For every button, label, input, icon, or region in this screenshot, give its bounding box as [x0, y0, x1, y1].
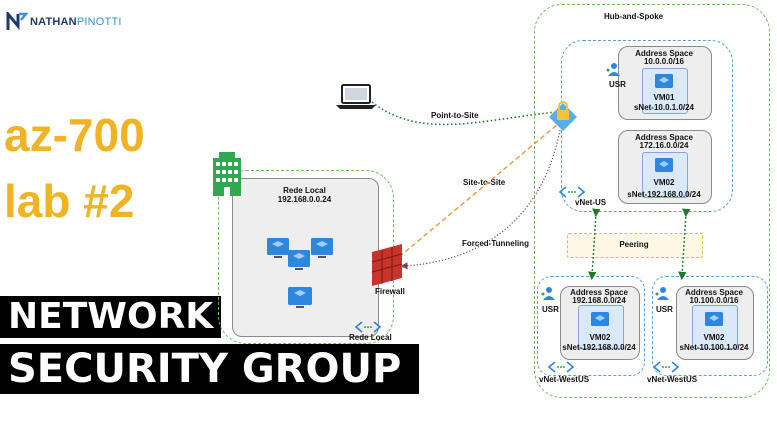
spoke-right-usr-label: USR — [656, 305, 673, 314]
spoke-right-vnet-label: vNet-WestUS — [647, 375, 698, 384]
vpn-gateway-icon — [549, 101, 577, 131]
peering-label: Peering — [619, 240, 649, 249]
vm-icon — [311, 238, 333, 258]
vnet-icon — [547, 361, 575, 373]
spoke-left-subnet-label: sNet-192.168.0.0/24 — [562, 343, 636, 352]
hub-bottom-address-title: Address Space — [635, 133, 693, 142]
spoke-right-address-range: 10.100.0.0/16 — [689, 296, 739, 305]
spoke-right-subnet-label: sNet-10.100.1.0/24 — [679, 343, 749, 352]
user-icon — [541, 287, 555, 300]
vm-icon — [655, 158, 673, 172]
spoke-left-vnet-label: vNet-WestUS — [539, 375, 590, 384]
peering-connector-left — [588, 208, 601, 281]
local-network-label: Rede Local — [349, 333, 392, 342]
vm-icon — [288, 287, 312, 308]
spoke-left-usr-label: USR — [542, 305, 559, 314]
hub-top-address-range: 10.0.0.0/16 — [643, 57, 685, 66]
brand-n-icon — [6, 12, 28, 31]
course-title: az-700 — [4, 109, 145, 161]
laptop-icon — [336, 84, 376, 109]
vnet-icon — [354, 321, 382, 333]
site-to-site-connector — [392, 123, 559, 263]
spoke-right-outline — [652, 276, 768, 376]
banner-security-group: SECURITY GROUP — [0, 344, 420, 394]
firewall-icon — [371, 244, 403, 286]
vnet-icon — [558, 186, 586, 198]
hub-top-vm-label: VM01 — [653, 93, 675, 102]
hub-top-subnet-label: sNet-10.0.1.0/24 — [633, 103, 695, 112]
spoke-right-address-title: Address Space — [685, 288, 743, 297]
point-to-site-connector — [371, 101, 557, 126]
vm-icon — [655, 74, 673, 88]
hub-bottom-subnet-label: sNet-192.168.0.0/24 — [627, 190, 701, 199]
peering-connector-right — [678, 208, 691, 281]
forced-tunneling-label: Forced-Tunneling — [462, 239, 529, 248]
user-icon — [655, 287, 669, 300]
building-icon — [213, 152, 241, 196]
hub-bottom-vm-label: VM02 — [653, 178, 675, 187]
vm-icon — [705, 312, 723, 326]
firewall-label: Firewall — [375, 287, 405, 296]
banner-network: NETWORK — [0, 296, 222, 338]
hub-top-usr-label: USR — [609, 80, 626, 89]
vm-icon — [267, 238, 289, 258]
local-network-range: 192.168.0.0.24 — [277, 195, 332, 204]
vm-icon — [288, 250, 310, 270]
local-network-title: Rede Local — [283, 186, 326, 195]
spoke-left-vm-label: VM02 — [589, 333, 611, 342]
vnet-icon — [652, 361, 680, 373]
spoke-left-address-title: Address Space — [570, 288, 628, 297]
hub-and-spoke-outline — [534, 4, 770, 398]
vm-icon — [591, 312, 609, 326]
user-icon — [606, 63, 620, 76]
hub-top-address-title: Address Space — [635, 49, 693, 58]
hub-bottom-address-range: 172.16.0.0/24 — [639, 141, 689, 150]
spoke-right-vm-label: VM02 — [703, 333, 725, 342]
brand-logo: NATHANPINOTTI — [6, 12, 122, 32]
lab-title: lab #2 — [4, 175, 135, 227]
spoke-left-address-range: 192.168.0.0/24 — [572, 296, 626, 305]
hub-vnet-label: vNet-US — [575, 198, 607, 207]
site-to-site-label: Site-to-Site — [463, 178, 506, 187]
hub-and-spoke-title: Hub-and-Spoke — [604, 12, 664, 21]
point-to-site-label: Point-to-Site — [431, 111, 479, 120]
forced-tunneling-connector — [400, 129, 561, 270]
brand-name: NATHANPINOTTI — [30, 16, 122, 28]
